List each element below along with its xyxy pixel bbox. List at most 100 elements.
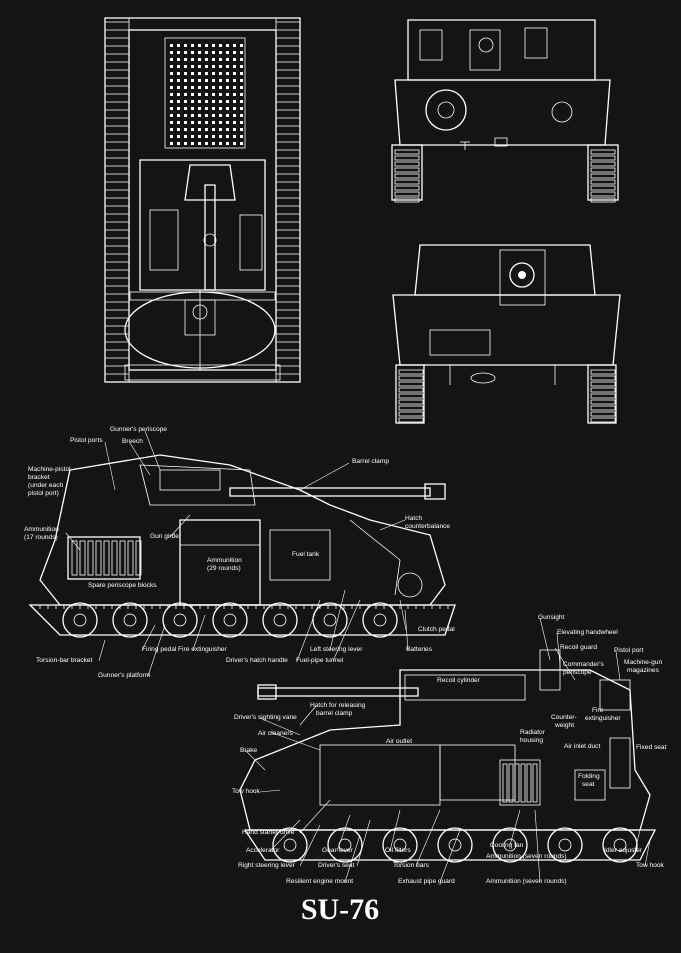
label-elevating-handwheel: Elevating handwheel xyxy=(557,629,618,636)
grille-cell xyxy=(191,135,194,138)
grille-cell xyxy=(177,72,180,75)
track-segment xyxy=(590,185,616,191)
leader-lines xyxy=(65,430,651,883)
grille-cell xyxy=(184,100,187,103)
label-radiator-housing-1: Radiator xyxy=(520,729,546,736)
grille-cell xyxy=(233,121,236,124)
side-cutaway-lower-drawing xyxy=(239,649,657,863)
grille-cell xyxy=(212,128,215,131)
label-counter-weight-2: weight xyxy=(554,722,574,729)
shell xyxy=(111,540,118,576)
shell xyxy=(79,540,86,576)
label-gunsight: Gunsight xyxy=(538,614,565,621)
grille-cell xyxy=(219,114,222,117)
page-title: SU-76 xyxy=(301,893,379,926)
grille-cell xyxy=(191,100,194,103)
track-segment xyxy=(394,167,420,173)
grille-cell xyxy=(233,142,236,145)
shell xyxy=(87,540,94,576)
label-spare-periscope-blocks: Spare periscope blocks xyxy=(88,582,157,589)
label-brake: Brake xyxy=(240,747,258,754)
grille-cell xyxy=(184,72,187,75)
track-segment xyxy=(590,369,616,375)
label-fire-extinguisher-1: Fire xyxy=(592,707,604,714)
grille-cell xyxy=(184,93,187,96)
label-oil-filters: Oil filters xyxy=(385,847,411,854)
grille-cell xyxy=(219,44,222,47)
grille-cell xyxy=(226,79,229,82)
grille-cell xyxy=(177,93,180,96)
grille-cell xyxy=(205,114,208,117)
grille-cell xyxy=(233,65,236,68)
grille-cell xyxy=(212,142,215,145)
label-gunners-platform: Gunner's platform xyxy=(98,672,151,679)
grille-cell xyxy=(184,58,187,61)
side-cutaway-upper-drawing xyxy=(28,454,456,638)
road-wheel xyxy=(492,827,528,863)
label-tow-hook-right: Tow hook xyxy=(636,862,665,869)
grille-cell xyxy=(240,128,243,131)
label-batteries: Batteries xyxy=(406,646,433,653)
road-wheel xyxy=(437,827,473,863)
grille-cell xyxy=(219,142,222,145)
label-hatch-counterbalance-2: counterbalance xyxy=(405,523,450,530)
label-cooling-fan: Cooling fan xyxy=(490,842,524,849)
grille-cell xyxy=(233,107,236,110)
track-segment xyxy=(398,399,424,405)
grille-cell xyxy=(198,107,201,110)
label-right-steering-lever: Right steering lever xyxy=(238,862,296,869)
label-exhaust-pipe-guard: Exhaust pipe guard xyxy=(398,878,455,885)
grille-cell xyxy=(198,128,201,131)
grille-cell xyxy=(191,142,194,145)
label-air-outlet: Air outlet xyxy=(386,738,412,745)
label-fire-extinguisher-2: extinguisher xyxy=(585,715,621,722)
grille-cell xyxy=(177,58,180,61)
grille-cell xyxy=(205,86,208,89)
label-drivers-seat: Driver's seat xyxy=(318,862,355,869)
track-segment xyxy=(394,161,420,167)
grille-cell xyxy=(170,86,173,89)
grille-cell xyxy=(212,114,215,117)
grille-cell xyxy=(191,58,194,61)
label-gear-lever: Gear lever xyxy=(322,847,354,854)
grille-cell xyxy=(184,114,187,117)
grille-cell xyxy=(177,100,180,103)
grille-cell xyxy=(191,79,194,82)
road-wheel xyxy=(312,602,348,638)
grille-cell xyxy=(184,142,187,145)
label-pistol-port: Pistol port xyxy=(614,647,643,654)
track-segment xyxy=(398,417,424,423)
grille-cell xyxy=(233,44,236,47)
grille-cell xyxy=(177,128,180,131)
label-ammunition-seven-2: Ammunition (seven rounds) xyxy=(486,878,567,885)
track-segment xyxy=(398,381,424,387)
grille-cell xyxy=(240,65,243,68)
grille-cell xyxy=(233,79,236,82)
label-idler-adjuster: Idler adjuster xyxy=(604,847,643,854)
shell xyxy=(95,540,102,576)
label-torsion-bars: Torsion bars xyxy=(393,862,430,869)
track-segment xyxy=(590,375,616,381)
label-tow-hook-left: Tow hook xyxy=(232,788,261,795)
grille-cell xyxy=(170,93,173,96)
grille-cell xyxy=(212,51,215,54)
road-wheel xyxy=(382,827,418,863)
track-segment xyxy=(590,161,616,167)
shell xyxy=(508,763,514,803)
track-segment xyxy=(590,149,616,155)
shell xyxy=(532,763,538,803)
grille-cell xyxy=(212,107,215,110)
shell xyxy=(520,763,526,803)
grille-cell xyxy=(233,58,236,61)
label-machine-pistol-bracket-3: (under each xyxy=(28,482,64,489)
grille-cell xyxy=(184,107,187,110)
track-segment xyxy=(394,185,420,191)
grille-cell xyxy=(240,142,243,145)
track-segment xyxy=(590,405,616,411)
grille-cell xyxy=(240,114,243,117)
label-commanders-periscope-1: Commander's xyxy=(563,661,605,668)
grille-cell xyxy=(226,114,229,117)
grille-cell xyxy=(177,135,180,138)
track-segment xyxy=(590,179,616,185)
grille-cell xyxy=(177,86,180,89)
